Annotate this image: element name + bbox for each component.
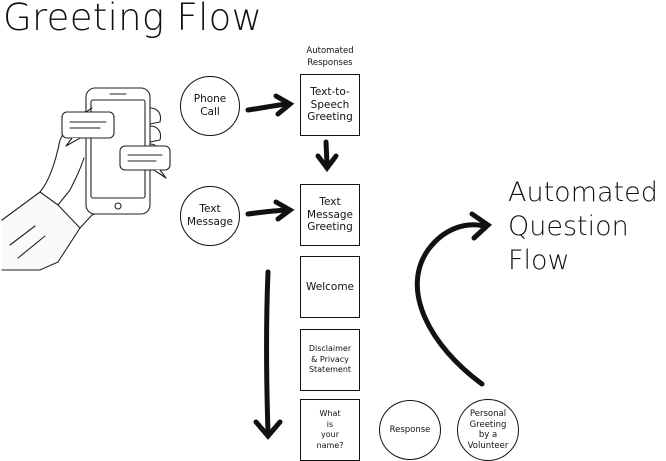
arrow-down-long (264, 269, 271, 435)
arrow-curve-to-question-flow (414, 222, 487, 387)
automated-question-flow-label: Automated Question Flow (508, 177, 658, 276)
arrow-tts-to-text-greeting (323, 139, 330, 167)
text-message-node: Text Message (180, 186, 240, 246)
automated-responses-label: Automated Responses (306, 46, 354, 68)
tts-greeting-box: Text-to- Speech Greeting (300, 74, 360, 136)
name-question-box: What is your name? (300, 399, 360, 461)
response-node: Response (379, 400, 441, 460)
welcome-box: Welcome (300, 256, 360, 318)
disclaimer-box: Disclaimer & Privacy Statement (300, 329, 360, 391)
arrow-phone-to-tts (245, 101, 289, 113)
page-title: Greeting Flow (3, 0, 263, 39)
arrow-text-to-greeting (245, 207, 289, 217)
text-message-greeting-box: Text Message Greeting (300, 184, 360, 246)
phone-call-node: Phone Call (180, 76, 240, 136)
personal-greeting-node: Personal Greeting by a Volunteer (457, 399, 519, 461)
